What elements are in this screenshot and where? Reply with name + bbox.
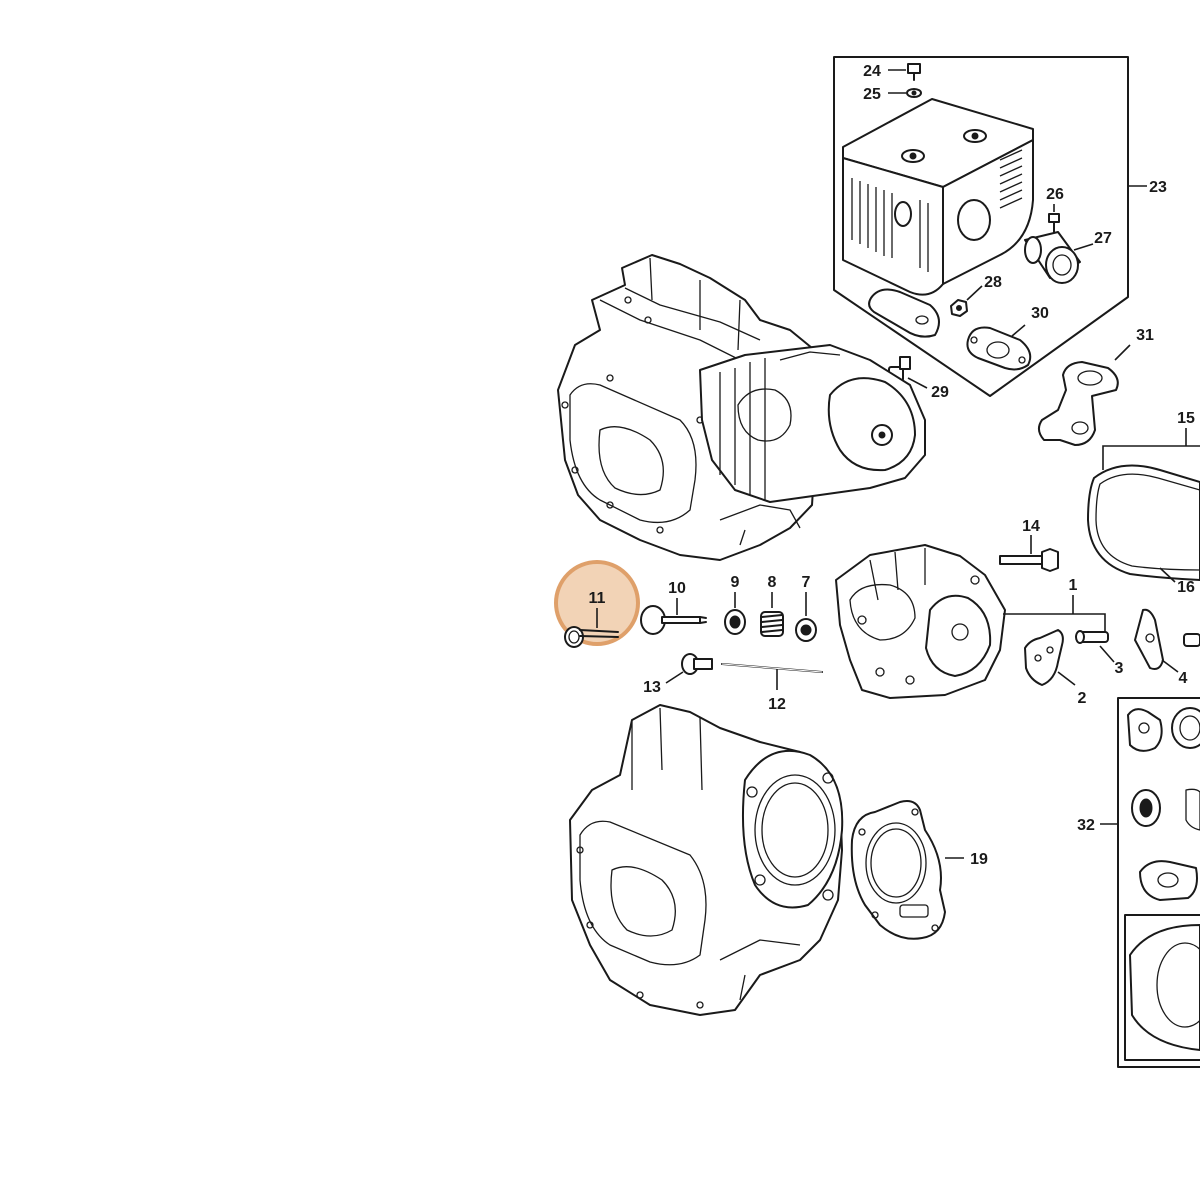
- callout-11: 11: [589, 590, 606, 607]
- callout-25: 25: [863, 86, 881, 103]
- callout-3: 3: [1115, 660, 1124, 677]
- gasket-kit-frame-32: [1100, 697, 1200, 1068]
- callout-28: 28: [984, 274, 1002, 291]
- valve-cotters-11[interactable]: 11: [554, 560, 640, 648]
- callout-12: 12: [768, 696, 786, 713]
- callout-8: 8: [768, 574, 777, 591]
- callout-15: 15: [1177, 410, 1195, 427]
- callout-31: 31: [1136, 327, 1154, 344]
- gasket-30[interactable]: [966, 326, 1032, 371]
- callout-26: 26: [1046, 186, 1064, 203]
- callout-30: 30: [1031, 305, 1049, 322]
- nut-28[interactable]: [950, 299, 968, 317]
- engine-block-lower: [569, 704, 844, 1016]
- callout-7: 7: [802, 574, 811, 591]
- callout-16: 16: [1177, 579, 1195, 596]
- rocker-stud-3[interactable]: [1075, 630, 1109, 644]
- callout-32: 32: [1077, 817, 1095, 834]
- muffler[interactable]: [842, 98, 1034, 338]
- rocker-arm-4[interactable]: [1134, 608, 1164, 670]
- callout-19: 19: [970, 851, 988, 868]
- callout-2: 2: [1078, 690, 1087, 707]
- cylinder-head-installed: [699, 344, 926, 503]
- callout-9: 9: [731, 574, 740, 591]
- callout-14: 14: [1022, 518, 1040, 535]
- callout-29: 29: [931, 384, 949, 401]
- valve-cover-gasket-16[interactable]: [1087, 464, 1200, 581]
- spark-arrester-27[interactable]: [1024, 231, 1081, 284]
- spring-retainer-7[interactable]: [795, 618, 817, 642]
- pivot-partial[interactable]: [1183, 633, 1200, 647]
- muffler-group-frame: [833, 56, 1147, 397]
- callout-1: 1: [1069, 577, 1078, 594]
- valve-seal-9[interactable]: [724, 609, 746, 635]
- callout-24: 24: [863, 63, 881, 80]
- callout-13: 13: [643, 679, 661, 696]
- highlight-circle[interactable]: [554, 560, 640, 646]
- exhaust-elbow-31[interactable]: [1038, 361, 1119, 446]
- callout-4: 4: [1179, 670, 1188, 687]
- callout-27: 27: [1094, 230, 1112, 247]
- push-rod-12[interactable]: [721, 663, 823, 673]
- washer-25[interactable]: [906, 88, 922, 98]
- bolt-14[interactable]: [999, 548, 1059, 572]
- head-gasket-19[interactable]: [850, 800, 946, 940]
- tappet-13[interactable]: [681, 653, 713, 675]
- callout-10: 10: [668, 580, 686, 597]
- valve-spring-8[interactable]: [760, 611, 784, 637]
- cylinder-head-1[interactable]: [835, 544, 1006, 699]
- rocker-plate-2[interactable]: [1024, 629, 1064, 686]
- kit-parts-32[interactable]: [1127, 707, 1200, 1051]
- bolt-24[interactable]: [907, 63, 921, 81]
- valve-10[interactable]: [640, 605, 707, 635]
- callout-23: 23: [1149, 179, 1167, 196]
